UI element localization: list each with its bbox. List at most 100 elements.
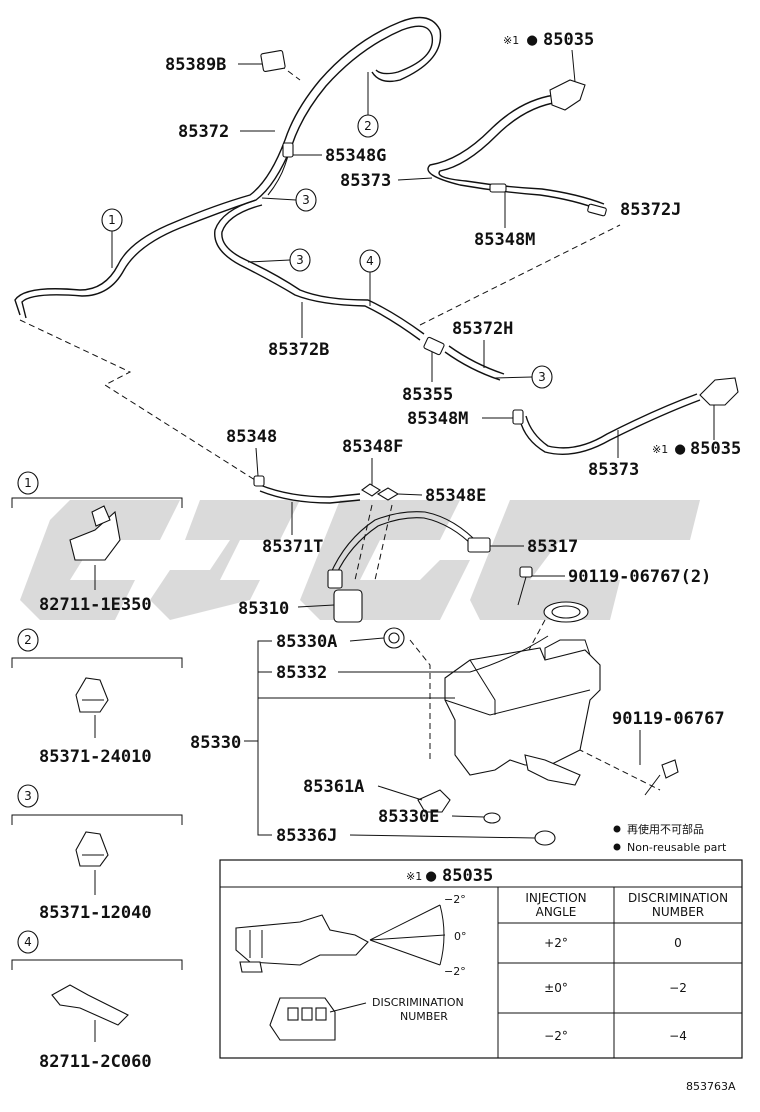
callout-2: 2	[357, 72, 379, 138]
svg-text:85372: 85372	[178, 122, 229, 142]
svg-text:−2°: −2°	[444, 893, 466, 906]
label-85372B: 85372B	[268, 302, 329, 360]
svg-text:4: 4	[366, 254, 374, 268]
callout-1: 1	[101, 208, 123, 268]
svg-text:85035: 85035	[442, 866, 493, 886]
legend: 再使用不可部品 Non-reusable part	[613, 822, 727, 854]
svg-text:85336J: 85336J	[276, 826, 337, 846]
callout-3a: 3	[261, 188, 317, 212]
callout-3b: 3	[247, 248, 311, 272]
svg-text:85310: 85310	[238, 599, 289, 619]
svg-text:NUMBER: NUMBER	[652, 905, 704, 919]
svg-text:85373: 85373	[340, 171, 391, 191]
svg-text:82711-2C060: 82711-2C060	[39, 1052, 152, 1072]
svg-text:±0°: ±0°	[544, 981, 568, 995]
svg-text:85348M: 85348M	[407, 409, 468, 429]
svg-text:1: 1	[24, 476, 32, 490]
label-85371T: 85371T	[262, 502, 323, 557]
label-85355: 85355	[402, 352, 453, 405]
svg-text:90119-06767: 90119-06767	[612, 709, 725, 729]
label-85035-top: ※1 ● 85035	[503, 30, 594, 83]
label-85372J: 85372J	[620, 200, 681, 220]
svg-text:85035: 85035	[690, 439, 741, 459]
svg-text:0°: 0°	[454, 930, 467, 943]
svg-text:85348E: 85348E	[425, 486, 486, 506]
svg-text:−4: −4	[669, 1029, 687, 1043]
label-85348G: 85348G	[293, 146, 386, 166]
injection-angle-table: ※1 ● 85035 INJECTION ANGLE DISCRIMINATIO…	[219, 859, 743, 1059]
clip-1-section: 1 82711-1E350	[11, 471, 183, 615]
svg-text:●: ●	[675, 439, 686, 459]
svg-text:85389B: 85389B	[165, 55, 226, 75]
svg-text:2: 2	[364, 119, 372, 133]
svg-text:ANGLE: ANGLE	[536, 905, 577, 919]
svg-text:※1: ※1	[652, 443, 668, 456]
clip-4-section: 4 82711-2C060	[11, 930, 183, 1072]
svg-text:85348: 85348	[226, 427, 277, 447]
washer-tank	[444, 601, 601, 786]
figure-id: 853763A	[686, 1080, 736, 1093]
callout-4: 4	[359, 249, 381, 306]
svg-text:85317: 85317	[527, 537, 578, 557]
svg-text:85355: 85355	[402, 385, 453, 405]
svg-text:3: 3	[24, 789, 32, 803]
svg-text:●: ●	[527, 30, 538, 50]
svg-text:−2°: −2°	[444, 965, 466, 978]
svg-text:再使用不可部品: 再使用不可部品	[627, 822, 704, 836]
svg-text:DISCRIMINATION: DISCRIMINATION	[372, 996, 464, 1009]
svg-text:3: 3	[538, 370, 546, 384]
svg-text:Non-reusable part: Non-reusable part	[627, 841, 727, 854]
label-85317: 85317	[490, 537, 578, 557]
label-85348M-mid: 85348M	[407, 409, 513, 429]
label-90119-06767-2: 90119-06767(2)	[532, 567, 711, 587]
svg-text:1: 1	[108, 213, 116, 227]
hose-routing	[14, 16, 701, 576]
svg-text:DISCRIMINATION: DISCRIMINATION	[628, 891, 728, 905]
label-90119-06767: 90119-06767	[612, 709, 725, 765]
svg-text:−2: −2	[669, 981, 687, 995]
svg-text:4: 4	[24, 935, 32, 949]
svg-text:85348M: 85348M	[474, 230, 535, 250]
svg-text:85373: 85373	[588, 460, 639, 480]
svg-text:85371T: 85371T	[262, 537, 323, 557]
label-85330E: 85330E	[378, 807, 485, 827]
label-85372: 85372	[178, 122, 275, 142]
svg-text:2: 2	[24, 633, 32, 647]
svg-text:85371-24010: 85371-24010	[39, 747, 152, 767]
label-85373-top: 85373	[340, 171, 433, 191]
label-85310: 85310	[238, 599, 335, 619]
label-85372H: 85372H	[452, 319, 513, 368]
svg-text:0: 0	[674, 936, 682, 950]
svg-text:82711-1E350: 82711-1E350	[39, 595, 152, 615]
label-85361A: 85361A	[303, 777, 423, 801]
svg-text:●: ●	[426, 866, 437, 886]
svg-text:85348G: 85348G	[325, 146, 386, 166]
svg-text:INJECTION: INJECTION	[525, 891, 586, 905]
svg-text:85361A: 85361A	[303, 777, 364, 797]
svg-text:85035: 85035	[543, 30, 594, 50]
svg-text:85372J: 85372J	[620, 200, 681, 220]
svg-text:NUMBER: NUMBER	[400, 1010, 448, 1023]
svg-text:3: 3	[296, 253, 304, 267]
svg-text:85348F: 85348F	[342, 437, 403, 457]
watermark	[20, 500, 700, 620]
svg-text:85372H: 85372H	[452, 319, 513, 339]
label-85035-mid: ※1 ● 85035	[652, 405, 741, 459]
label-85348F: 85348F	[342, 437, 403, 485]
label-85330-group: 85330A 85332 85330 85336J	[190, 632, 549, 846]
label-85348E: 85348E	[397, 486, 486, 506]
svg-text:90119-06767(2): 90119-06767(2)	[568, 567, 711, 587]
label-85389B: 85389B	[165, 55, 262, 75]
svg-text:85330A: 85330A	[276, 632, 337, 652]
label-85348M-top: 85348M	[474, 192, 535, 250]
svg-text:85330E: 85330E	[378, 807, 439, 827]
svg-text:−2°: −2°	[544, 1029, 568, 1043]
svg-text:※1: ※1	[406, 870, 422, 883]
svg-text:85371-12040: 85371-12040	[39, 903, 152, 923]
clip-3-section: 3 85371-12040	[11, 784, 183, 923]
clip-2-section: 2 85371-24010	[11, 628, 183, 767]
svg-text:85330: 85330	[190, 733, 241, 753]
svg-text:※1: ※1	[503, 34, 519, 47]
svg-text:3: 3	[302, 193, 310, 207]
label-85373-mid: 85373	[588, 430, 639, 480]
